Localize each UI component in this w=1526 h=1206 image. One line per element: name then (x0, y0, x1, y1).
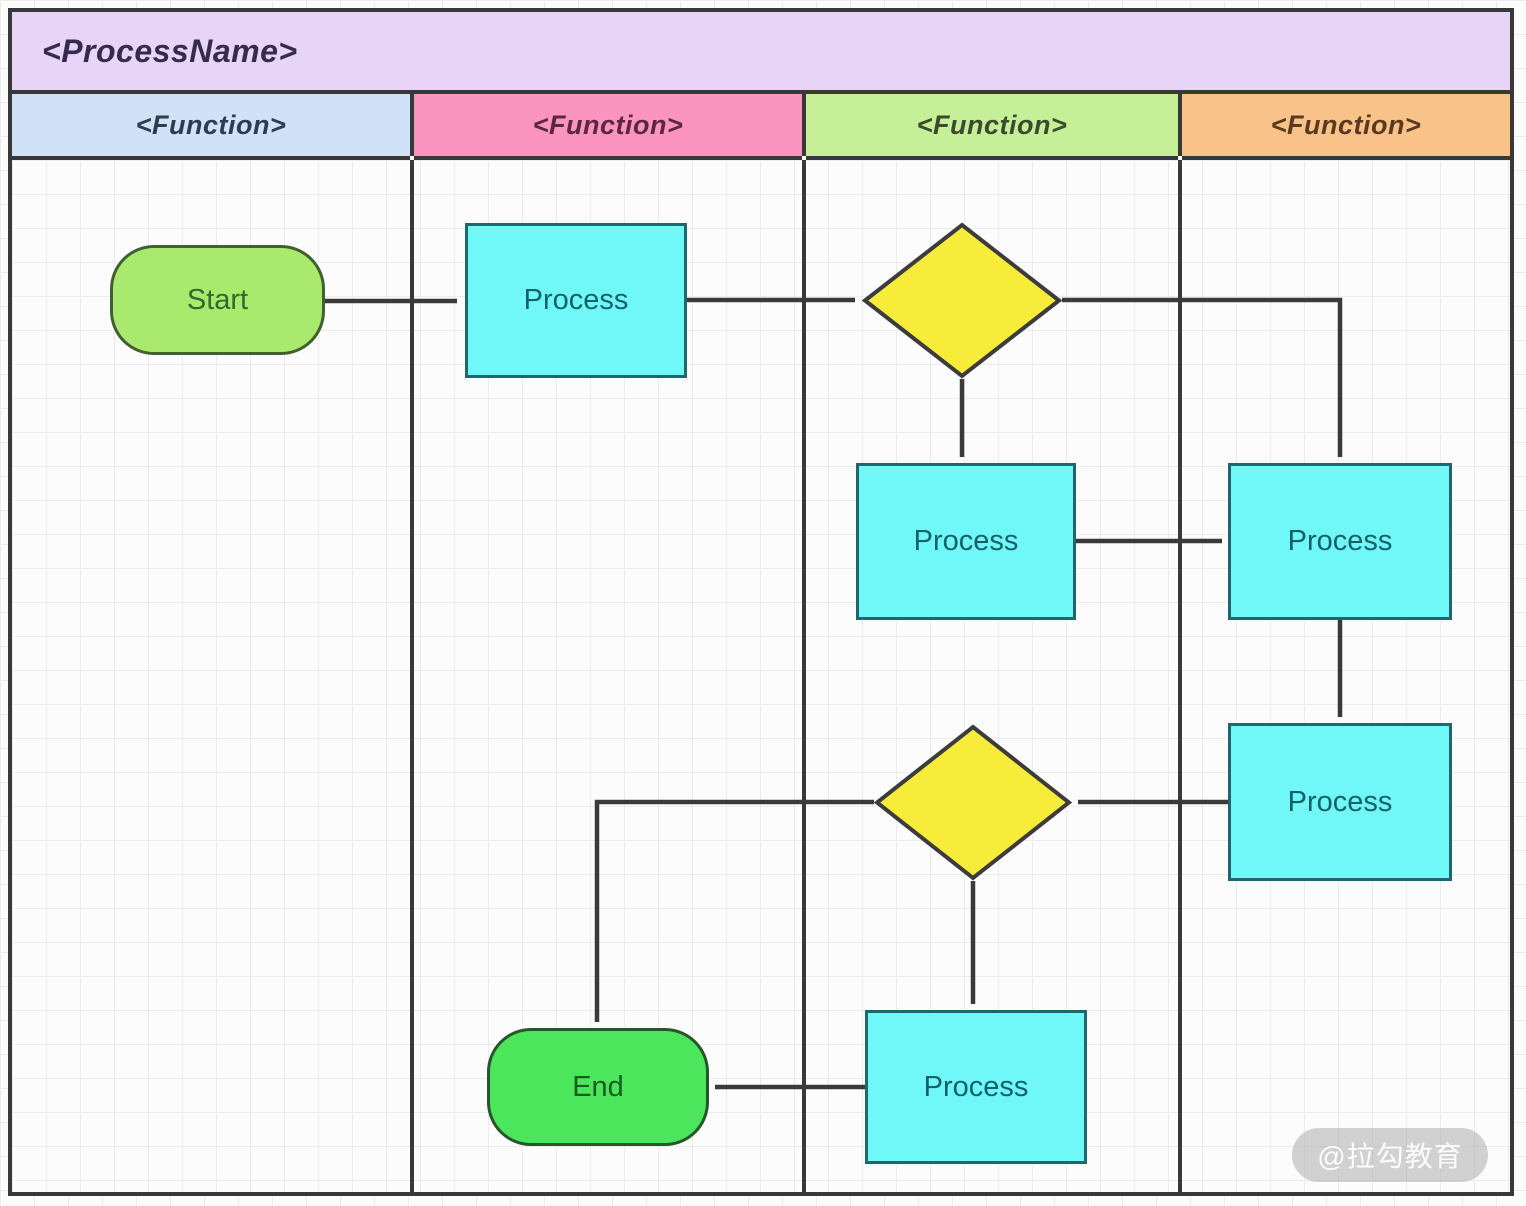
decision-diamond-shape (862, 222, 1062, 379)
lane-header-1: <Function> (12, 94, 410, 160)
diagram-body: Start Process Process Process Process Pr… (12, 160, 1510, 1192)
process-title-bar: <ProcessName> (12, 12, 1510, 94)
edge-decision1-to-process3 (1062, 297, 1343, 457)
node-process-1: Process (465, 223, 687, 378)
lane-header-row: <Function> <Function> <Function> <Functi… (12, 94, 1510, 160)
lane-header-3: <Function> (806, 94, 1178, 160)
process-title: <ProcessName> (42, 32, 298, 69)
node-decision-1 (862, 222, 1062, 379)
node-process-4: Process (1228, 723, 1452, 881)
node-process-5: Process (865, 1010, 1087, 1164)
lane-header-divider (802, 94, 806, 156)
lane-divider (802, 160, 806, 1192)
swimlane-frame: <ProcessName> <Function> <Function> <Fun… (8, 8, 1514, 1196)
node-end: End (487, 1028, 709, 1146)
watermark-badge: @拉勾教育 (1292, 1128, 1488, 1182)
edge-decision2-to-end (594, 799, 874, 1022)
node-start: Start (110, 245, 325, 355)
node-decision-2 (874, 724, 1072, 881)
lane-header-divider (1178, 94, 1182, 156)
node-process-3: Process (1228, 463, 1452, 620)
lane-header-2: <Function> (414, 94, 802, 160)
lane-divider (410, 160, 414, 1192)
node-process-2: Process (856, 463, 1076, 620)
lane-header-4: <Function> (1182, 94, 1510, 160)
lane-header-divider (410, 94, 414, 156)
decision-diamond-shape (874, 724, 1072, 881)
lane-divider (1178, 160, 1182, 1192)
